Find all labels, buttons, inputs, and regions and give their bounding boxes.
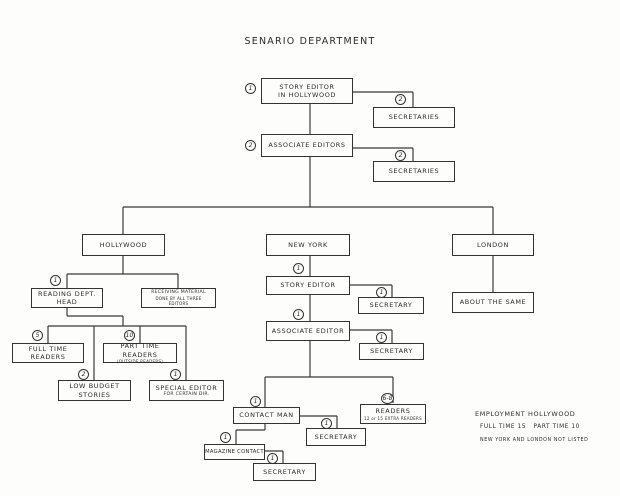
- secretary-box: SECRETARY: [306, 428, 366, 446]
- box-label: NEW YORK: [288, 240, 328, 249]
- readers-box: READERS 12 or 15 EXTRA READERS: [360, 404, 426, 424]
- box-label: LOW BUDGET: [69, 382, 120, 391]
- count-badge: 1: [50, 275, 61, 286]
- box-sublabel: STORIES: [78, 390, 111, 399]
- count-badge: 2: [395, 94, 406, 105]
- about-the-same-box: ABOUT THE SAME: [452, 292, 534, 313]
- new-york-box: NEW YORK: [266, 234, 350, 256]
- count-badge: 2: [245, 140, 256, 151]
- box-label: SECRETARY: [263, 467, 306, 476]
- box-label: LONDON: [477, 240, 509, 249]
- box-label: ASSOCIATE EDITOR: [271, 326, 345, 335]
- box-label: SECRETARY: [314, 432, 358, 441]
- ny-associate-editor-box: ASSOCIATE EDITOR: [266, 321, 350, 341]
- box-sublabel: (OUTSIDE READERS): [116, 358, 164, 364]
- box-label: STORY EDITOR: [279, 82, 335, 91]
- secretary-box: SECRETARY: [359, 343, 424, 360]
- secretaries-box: SECRETARIES: [373, 161, 455, 182]
- box-sublabel: IN HOLLYWOOD: [277, 91, 337, 99]
- reading-dept-head-box: READING DEPT. HEAD: [31, 288, 103, 308]
- count-badge: 1: [293, 263, 304, 274]
- box-label: ASSOCIATE EDITORS: [268, 141, 346, 150]
- secretary-box: SECRETARY: [358, 297, 424, 314]
- employment-full-part: FULL TIME 15 PART TIME 10: [480, 424, 580, 430]
- count-badge: 1: [245, 83, 256, 94]
- receiving-material-box: RECEIVING MATERIAL DONE BY ALL THREE EDI…: [141, 288, 216, 308]
- low-budget-stories-box: LOW BUDGET STORIES: [58, 380, 131, 401]
- box-label: STORY EDITOR: [280, 281, 336, 290]
- story-editor-hollywood-box: STORY EDITOR IN HOLLYWOOD: [261, 78, 353, 104]
- box-sublabel: 12 or 15 EXTRA READERS: [364, 415, 422, 421]
- box-label: MAGAZINE CONTACT: [205, 448, 264, 455]
- count-badge: 1: [170, 369, 181, 380]
- box-label: CONTACT MAN: [239, 411, 294, 420]
- contact-man-box: CONTACT MAN: [233, 407, 300, 424]
- box-label: READING DEPT.: [37, 289, 97, 298]
- magazine-contact-box: MAGAZINE CONTACT: [204, 444, 265, 460]
- box-label: FULL TIME READERS: [28, 344, 68, 361]
- employment-heading: EMPLOYMENT HOLLYWOOD: [475, 410, 576, 418]
- box-sublabel: FOR CERTAIN DIR.: [163, 391, 210, 397]
- london-box: LONDON: [452, 234, 534, 256]
- count-badge: 6-8: [381, 393, 394, 404]
- chart-title: SENARIO DEPARTMENT: [244, 36, 376, 47]
- box-label: RECEIVING MATERIAL: [151, 290, 206, 296]
- box-label: SECRETARIES: [388, 167, 440, 176]
- associate-editors-box: ASSOCIATE EDITORS: [261, 134, 353, 157]
- count-badge: 1: [220, 432, 231, 443]
- secretary-box: SECRETARY: [253, 463, 316, 481]
- hollywood-box: HOLLYWOOD: [82, 234, 165, 256]
- box-label: SECRETARIES: [388, 113, 440, 122]
- box-label: SECRETARY: [370, 347, 413, 356]
- part-time-readers-box: PART TIME READERS (OUTSIDE READERS): [103, 342, 177, 364]
- box-sublabel: DONE BY ALL THREE: [155, 295, 202, 301]
- count-badge: 2: [395, 150, 406, 161]
- count-badge: 2: [78, 369, 89, 380]
- special-editor-box: SPECIAL EDITOR FOR CERTAIN DIR.: [149, 380, 224, 401]
- box-label: HOLLYWOOD: [99, 240, 148, 249]
- box-label: PART TIME READERS: [120, 342, 160, 359]
- box-label: READERS: [375, 407, 411, 416]
- ny-story-editor-box: STORY EDITOR: [266, 276, 350, 295]
- box-label: SPECIAL EDITOR: [155, 383, 218, 392]
- employment-note: NEW YORK AND LONDON NOT LISTED: [480, 438, 589, 443]
- count-badge: 1: [376, 332, 387, 343]
- full-time-readers-box: FULL TIME READERS: [12, 343, 84, 363]
- count-badge: 1: [293, 309, 304, 320]
- secretaries-box: SECRETARIES: [373, 107, 455, 128]
- box-label: SECRETARY: [369, 301, 413, 310]
- count-badge: 10: [124, 330, 135, 341]
- count-badge: 1: [250, 396, 261, 407]
- box-sublabel: EDITORS: [168, 300, 189, 306]
- box-sublabel: HEAD: [56, 298, 78, 306]
- count-badge: 5: [32, 330, 43, 341]
- box-label: ABOUT THE SAME: [459, 298, 527, 307]
